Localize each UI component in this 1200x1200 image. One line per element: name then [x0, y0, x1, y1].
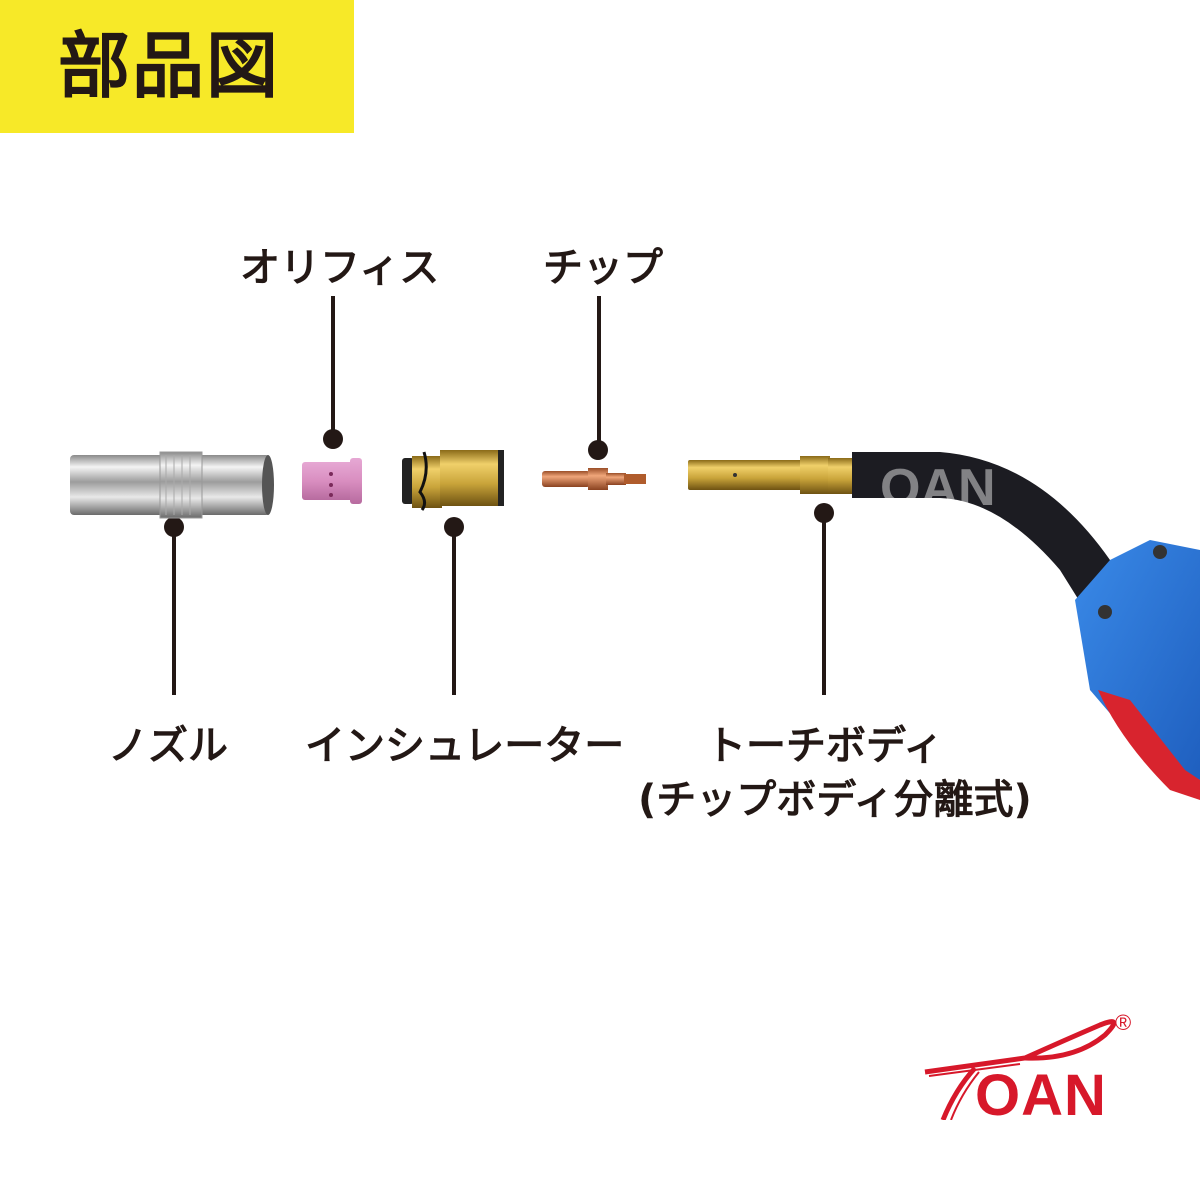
leader-nozzle [172, 527, 176, 695]
leader-torch-body [822, 513, 826, 695]
label-orifice: オリフィス [240, 245, 440, 291]
tip-part [542, 468, 646, 490]
nozzle-part [70, 451, 274, 519]
dot-orifice [323, 429, 343, 449]
brand-logo: OAN ® [915, 1010, 1165, 1128]
title-banner: 部品図 [0, 0, 354, 133]
label-torch-body-sub: (チップボディ分離式) [638, 777, 1032, 823]
watermark: OAN [880, 459, 996, 517]
logo-swoosh-icon [924, 1019, 1117, 1121]
label-torch-body: トーチボディ [706, 723, 944, 769]
dot-tip [588, 440, 608, 460]
leader-insulator [452, 527, 456, 695]
registered-mark: ® [1115, 1010, 1132, 1035]
label-insulator: インシュレーター [305, 723, 625, 769]
orifice-part [302, 458, 362, 504]
leader-tip [597, 296, 601, 446]
page-title: 部品図 [58, 24, 281, 108]
insulator-part [402, 450, 504, 511]
label-tip: チップ [543, 245, 663, 291]
torch-body-part: OAN [688, 452, 1200, 800]
leader-orifice [331, 296, 335, 438]
logo-text: OAN [975, 1063, 1107, 1128]
label-nozzle: ノズル [108, 723, 228, 769]
